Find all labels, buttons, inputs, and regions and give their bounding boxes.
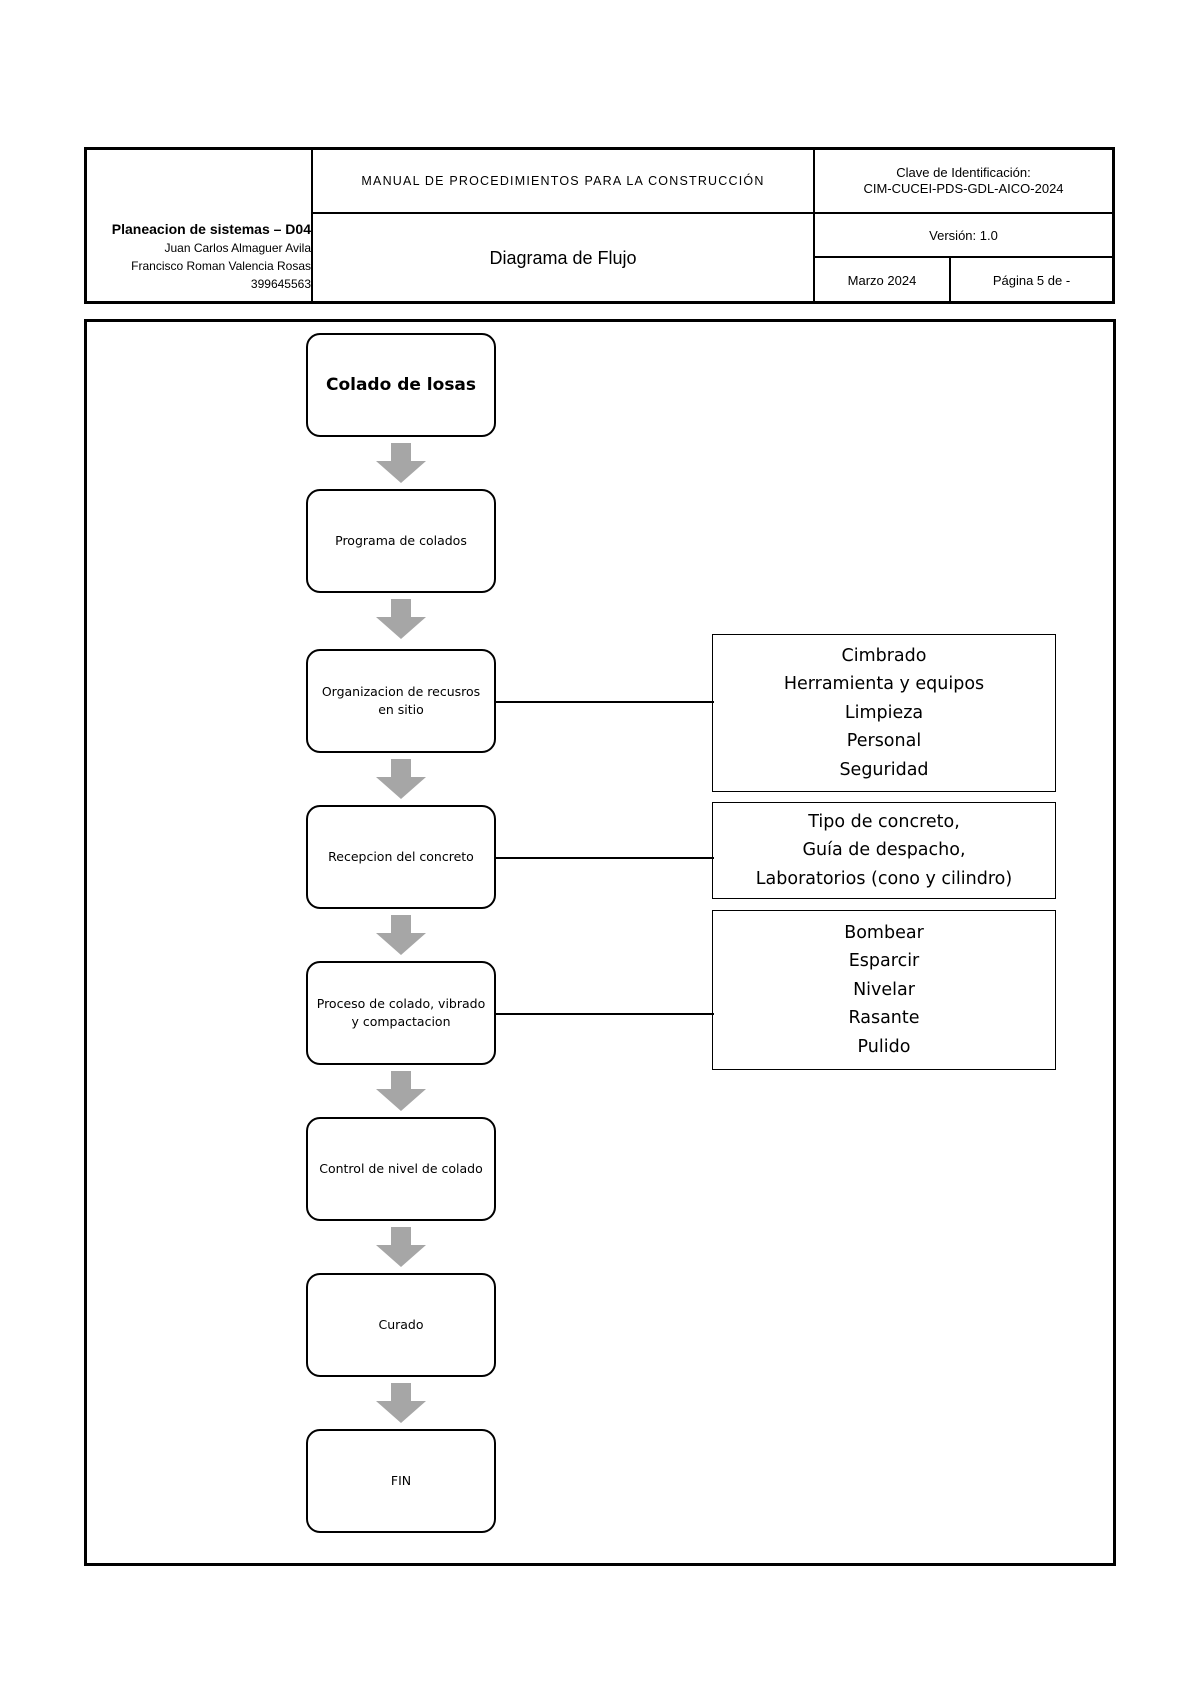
down-arrow-icon (376, 915, 426, 955)
diagram-frame (84, 319, 1116, 1566)
org-name: Planeacion de sistemas – D04 (111, 221, 311, 237)
flow-step-recepcion: Recepcion del concreto (306, 805, 496, 909)
note-item: Rasante (848, 1008, 920, 1029)
note-item: Bombear (844, 922, 924, 943)
flow-step-proceso: Proceso de colado, vibrado y compactacio… (306, 961, 496, 1065)
note-recepcion: Tipo de concreto, Guía de despacho, Labo… (712, 802, 1056, 899)
down-arrow-icon (376, 443, 426, 483)
flow-step-control: Control de nivel de colado (306, 1117, 496, 1221)
flow-step-fin: FIN (306, 1429, 496, 1533)
flow-step-organizacion: Organizacion de recusros en sitio (306, 649, 496, 753)
note-item: Laboratorios (cono y cilindro) (755, 868, 1013, 889)
down-arrow-icon (376, 1227, 426, 1267)
note-item: Seguridad (839, 759, 929, 780)
note-item: Pulido (857, 1036, 911, 1057)
manual-title: MANUAL DE PROCEDIMIENTOS PARA LA CONSTRU… (361, 174, 765, 188)
document-title: Diagrama de Flujo (489, 247, 637, 268)
note-item: Personal (846, 731, 922, 752)
flow-step-curado: Curado (306, 1273, 496, 1377)
note-item: Herramienta y equipos (783, 674, 985, 695)
connector-line (494, 1013, 714, 1015)
id-cell: Clave de Identificación: CIM-CUCEI-PDS-G… (815, 150, 1112, 212)
note-item: Nivelar (853, 979, 915, 1000)
note-item: Tipo de concreto, (808, 811, 960, 832)
connector-line (494, 857, 714, 859)
header-divider (813, 150, 815, 301)
down-arrow-icon (376, 1383, 426, 1423)
id-label: Clave de Identificación: (896, 165, 1031, 180)
header-divider (813, 256, 1112, 258)
note-item: Esparcir (848, 951, 920, 972)
down-arrow-icon (376, 599, 426, 639)
down-arrow-icon (376, 1071, 426, 1111)
document-header: Planeacion de sistemas – D04 Juan Carlos… (84, 147, 1115, 304)
note-item: Guía de despacho, (802, 840, 966, 861)
down-arrow-icon (376, 759, 426, 799)
header-divider (949, 256, 951, 301)
note-item: Limpieza (844, 702, 924, 723)
note-item: Cimbrado (841, 645, 927, 666)
author-block: Planeacion de sistemas – D04 Juan Carlos… (87, 219, 311, 293)
date: Marzo 2024 (847, 272, 917, 288)
page-number: Página 5 de - (992, 272, 1071, 288)
author-id: 399645563 (250, 277, 311, 291)
version: Versión: 1.0 (929, 227, 998, 243)
author-name: Juan Carlos Almaguer Avila (164, 241, 311, 255)
flow-step-colado-de-losas: Colado de losas (306, 333, 496, 437)
note-organizacion: Cimbrado Herramienta y equipos Limpieza … (712, 634, 1056, 792)
header-divider (311, 212, 1112, 214)
flow-step-programa: Programa de colados (306, 489, 496, 593)
author-name: Francisco Roman Valencia Rosas (131, 259, 311, 273)
note-proceso: Bombear Esparcir Nivelar Rasante Pulido (712, 910, 1056, 1070)
id-value: CIM-CUCEI-PDS-GDL-AICO-2024 (863, 181, 1064, 196)
connector-line (494, 701, 714, 703)
header-divider (311, 150, 313, 301)
